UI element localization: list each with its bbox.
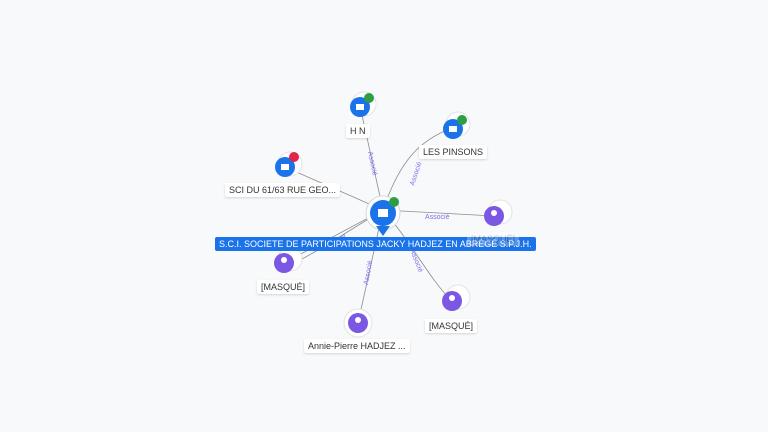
- node-label-pinsons[interactable]: LES PINSONS: [419, 145, 488, 159]
- node-center[interactable]: [365, 195, 401, 236]
- edge-label-right: Associé: [425, 214, 450, 221]
- edge-label-bottom-right: Associé: [408, 248, 424, 273]
- node-person-bottom-right[interactable]: [442, 284, 471, 311]
- node-hn[interactable]: [350, 91, 377, 117]
- node-label-hn[interactable]: H N: [346, 124, 370, 138]
- check-icon: [389, 197, 399, 207]
- check-icon: [364, 93, 374, 103]
- close-icon: [289, 152, 299, 162]
- node-label-annie[interactable]: Annie-Pierre HADJEZ ...: [304, 339, 410, 353]
- check-icon: [457, 115, 467, 125]
- node-label-p3[interactable]: [MASQUÉ]: [467, 232, 520, 246]
- node-label-p1[interactable]: [MASQUÉ]: [257, 280, 310, 294]
- edge-right: [382, 209, 495, 217]
- edge-pinsons: [382, 127, 453, 211]
- edge-label-hn: Associé: [366, 151, 378, 177]
- node-person-left[interactable]: [274, 246, 303, 273]
- edge-label-pinsons: Associé: [409, 161, 423, 187]
- node-label-p2[interactable]: [MASQUÉ]: [425, 319, 478, 333]
- edge-hn: [359, 105, 384, 211]
- node-annie[interactable]: [343, 308, 373, 338]
- edge-label-annie: Associé: [363, 260, 374, 285]
- node-label-sci61[interactable]: SCI DU 61/63 RUE GEO...: [225, 183, 341, 197]
- node-sci61[interactable]: [275, 151, 303, 177]
- node-pinsons[interactable]: [443, 111, 471, 139]
- center-label[interactable]: S.C.I. SOCIETE DE PARTICIPATIONS JACKY H…: [215, 237, 536, 251]
- node-person-right[interactable]: [484, 199, 513, 226]
